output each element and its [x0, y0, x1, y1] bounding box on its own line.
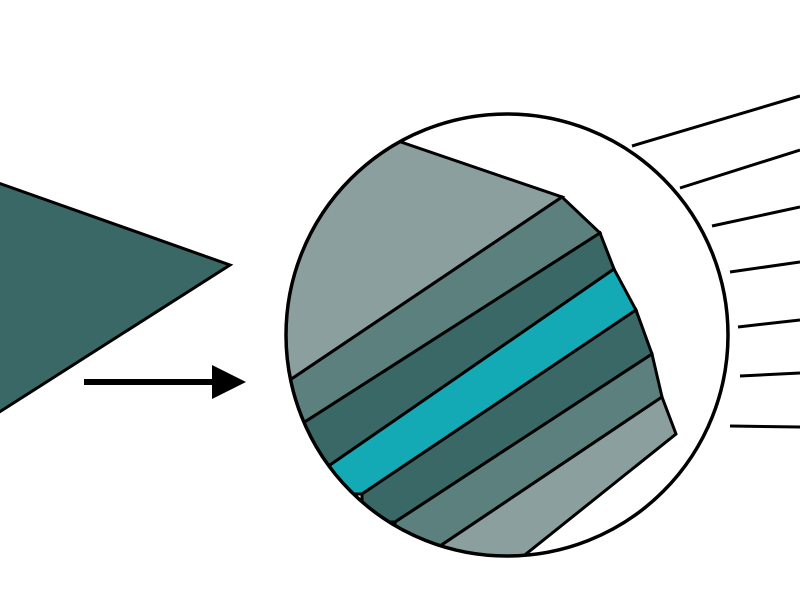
layer-7	[438, 394, 678, 556]
magnifier-lens	[284, 112, 730, 558]
arrow-right-icon	[84, 365, 246, 399]
prism-triangle	[0, 181, 234, 414]
